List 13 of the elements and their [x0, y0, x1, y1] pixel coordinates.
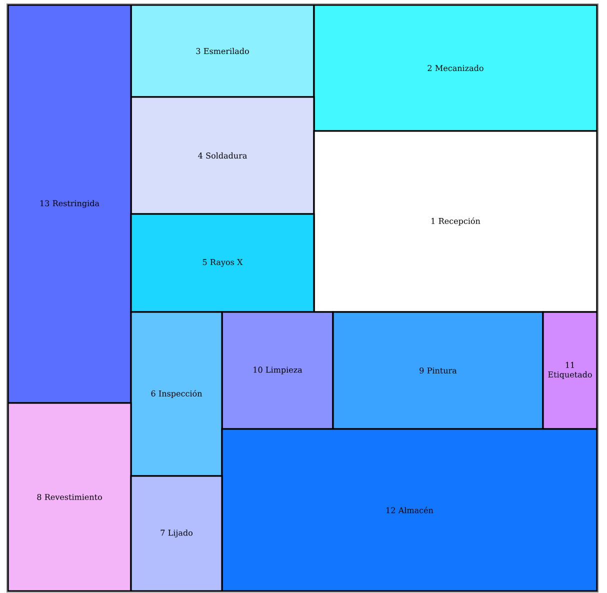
area-box: 6 Inspección — [130, 311, 223, 477]
area-box: 13 Restringida — [7, 4, 132, 404]
area-box: 7 Lijado — [130, 475, 223, 592]
area-box: 2 Mecanizado — [313, 4, 598, 132]
area-box: 8 Revestimiento — [7, 402, 132, 592]
area-box: 10 Limpieza — [221, 311, 334, 430]
area-box: 3 Esmerilado — [130, 4, 315, 98]
area-box: 9 Pintura — [332, 311, 544, 430]
area-box: 12 Almacén — [221, 428, 598, 592]
area-box: 5 Rayos X — [130, 213, 315, 313]
area-box: 11 Etiquetado — [542, 311, 598, 430]
area-box: 4 Soldadura — [130, 96, 315, 215]
area-box: 1 Recepción — [313, 130, 598, 313]
